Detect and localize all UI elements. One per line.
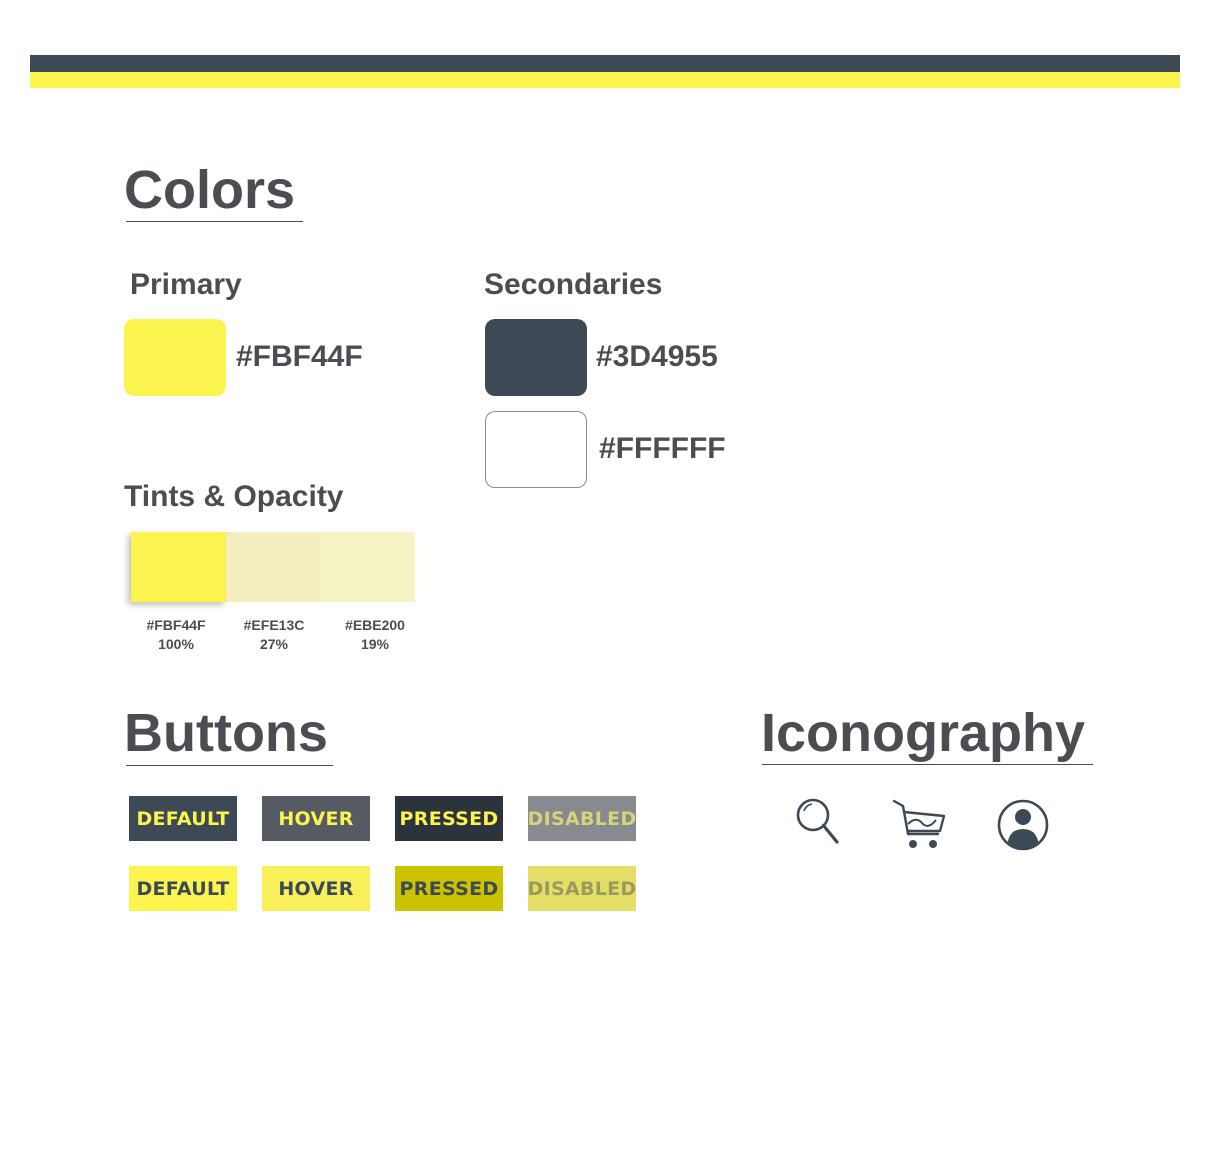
yellow-hover-button[interactable]: HOVER <box>262 866 370 911</box>
tint-swatch-100 <box>131 532 226 602</box>
header-bar-dark <box>30 55 1180 72</box>
header-bar-yellow <box>30 72 1180 88</box>
primary-hex: #FBF44F <box>236 340 363 373</box>
tint-strip <box>131 532 415 602</box>
tint-swatch-19 <box>320 532 415 602</box>
buttons-title: Buttons <box>124 703 328 763</box>
secondary-swatch-dark <box>485 319 587 396</box>
tint-hex-1: #FBF44F <box>146 617 206 633</box>
tint-swatch-27 <box>226 532 321 602</box>
tint-opacity-3: 19% <box>360 636 390 652</box>
secondary-swatch-white <box>485 411 587 488</box>
buttons-title-underline <box>126 765 333 766</box>
tint-hex-3: #EBE200 <box>345 617 405 633</box>
dark-disabled-button: DISABLED <box>528 796 636 841</box>
tint-opacity-1: 100% <box>158 636 194 652</box>
tint-label-1: #FBF44F 100% <box>126 616 226 654</box>
colors-title-underline <box>126 221 303 222</box>
tint-hex-2: #EFE13C <box>243 617 305 633</box>
secondaries-label: Secondaries <box>484 268 663 301</box>
tints-label: Tints & Opacity <box>124 480 344 513</box>
secondary-hex-dark: #3D4955 <box>596 340 718 373</box>
yellow-pressed-button[interactable]: PRESSED <box>395 866 503 911</box>
tint-label-2: #EFE13C 27% <box>224 616 324 654</box>
dark-hover-button[interactable]: HOVER <box>262 796 370 841</box>
colors-title: Colors <box>124 160 296 220</box>
secondary-hex-white: #FFFFFF <box>599 432 726 465</box>
dark-pressed-button[interactable]: PRESSED <box>395 796 503 841</box>
user-icon[interactable] <box>996 798 1050 852</box>
iconography-title: Iconography <box>761 703 1086 763</box>
yellow-disabled-button: DISABLED <box>528 866 636 911</box>
primary-swatch <box>124 319 226 396</box>
iconography-title-underline <box>762 764 1093 765</box>
tint-label-3: #EBE200 19% <box>325 616 425 654</box>
primary-label: Primary <box>130 268 242 301</box>
search-icon[interactable] <box>795 797 841 845</box>
cart-icon[interactable] <box>892 798 948 850</box>
tint-opacity-2: 27% <box>259 636 289 652</box>
yellow-default-button[interactable]: DEFAULT <box>129 866 237 911</box>
dark-default-button[interactable]: DEFAULT <box>129 796 237 841</box>
